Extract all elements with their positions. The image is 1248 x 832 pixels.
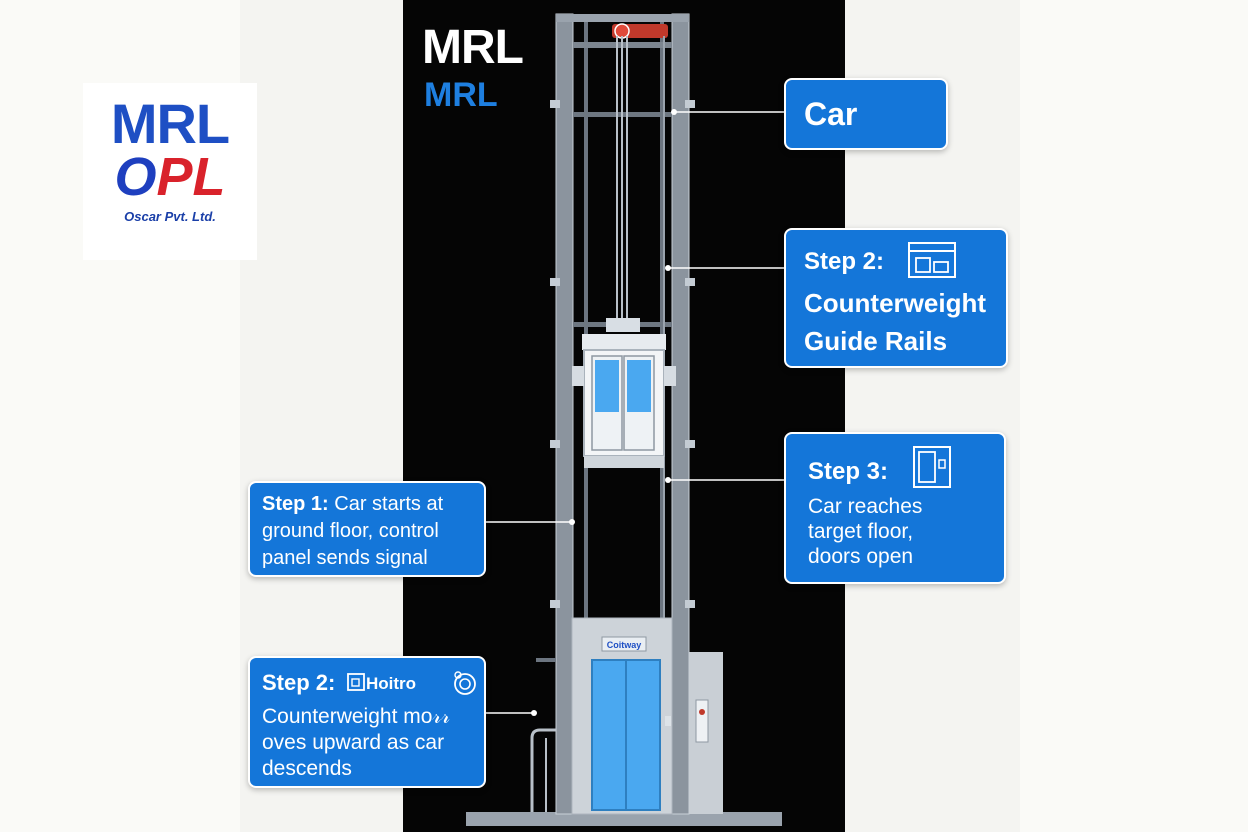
logo-o-letter: O — [114, 147, 157, 207]
handrail — [530, 728, 556, 812]
inner-right-rail — [660, 20, 664, 620]
call-button-panel — [695, 699, 709, 743]
logo-mrl-text: MRL — [110, 92, 230, 155]
callout-step2-left-line1: Counterweight mo𝓇𝓇 — [262, 705, 450, 728]
logo-company-name: Oscar Pvt. Ltd. — [124, 209, 216, 224]
inner-left-rail — [584, 20, 588, 620]
sheave — [614, 23, 630, 39]
right-guide-rail — [671, 13, 690, 815]
callout-step2-right-head: Step 2: — [804, 248, 885, 275]
car-platform — [584, 456, 664, 468]
callout-step2-left: Step 2: Hoitro Counterweight mo𝓇𝓇 oves u… — [248, 656, 486, 788]
right-margin — [1020, 0, 1248, 832]
top-beam — [556, 14, 689, 22]
callout-step3-head: Step 3: — [808, 458, 889, 485]
diagram-subtitle: MRL — [424, 76, 498, 114]
callout-step2-right-body: Counterweight Guide Rails — [804, 284, 986, 360]
car-window-left — [595, 360, 619, 412]
callout-step3: Step 3: Car reaches target floor, doors … — [784, 432, 1006, 584]
door-panel-icon — [913, 446, 951, 488]
callout-step1-line2: ground floor, control — [262, 520, 439, 542]
door-sign-text: Coitway — [607, 640, 642, 650]
callout-step3-line3: doors open — [808, 545, 914, 568]
callout-step1-head: Step 1: — [262, 493, 329, 515]
callout-step1-line3: panel sends signal — [262, 547, 428, 569]
logo-opl-text: OPL — [83, 150, 257, 204]
callout-step2-right: Step 2: Counterweight Guide Rails — [784, 228, 1008, 368]
callout-car-label: Car — [804, 96, 858, 132]
callout-step2-left-head: Step 2: — [262, 670, 336, 695]
company-logo: MRL OPL Oscar Pvt. Ltd. — [83, 83, 257, 260]
callout-step3-line2: target floor, — [808, 520, 914, 543]
car-guide-shoe-left — [572, 366, 584, 386]
floor-slab — [466, 812, 782, 826]
car-crosshead — [606, 318, 640, 332]
callout-step1-body: Step 1: Car starts at ground floor, cont… — [262, 491, 443, 572]
hoist-icon — [347, 673, 365, 691]
car-guide-shoe-right — [664, 366, 676, 386]
callout-step2-left-line3: descends — [262, 757, 352, 780]
diagram-title: MRL — [422, 21, 524, 74]
spiral-icon — [454, 671, 476, 695]
callout-step2-right-line1: Counterweight — [804, 288, 986, 318]
machine-panel-icon — [908, 242, 956, 278]
callout-step2-right-line2: Guide Rails — [804, 326, 948, 356]
callout-step1: Step 1: Car starts at ground floor, cont… — [248, 481, 486, 577]
callout-step3-body: Car reaches target floor, doors open — [808, 494, 922, 569]
callout-step2-left-line2: oves upward as car — [262, 731, 445, 754]
door-sign-plate — [601, 636, 647, 652]
logo-pl-letters: PL — [156, 147, 226, 207]
callout-step2-left-body: Counterweight mo𝓇𝓇 oves upward as car de… — [262, 704, 450, 782]
left-guide-rail — [555, 13, 574, 815]
callout-step2-left-aux: Hoitro — [366, 674, 417, 693]
callout-step3-line1: Car reaches — [808, 495, 923, 518]
car-window-right — [627, 360, 651, 412]
callout-car: Car — [784, 78, 948, 150]
car-top — [582, 334, 666, 350]
callout-step1-line1: Car starts at — [334, 493, 444, 515]
